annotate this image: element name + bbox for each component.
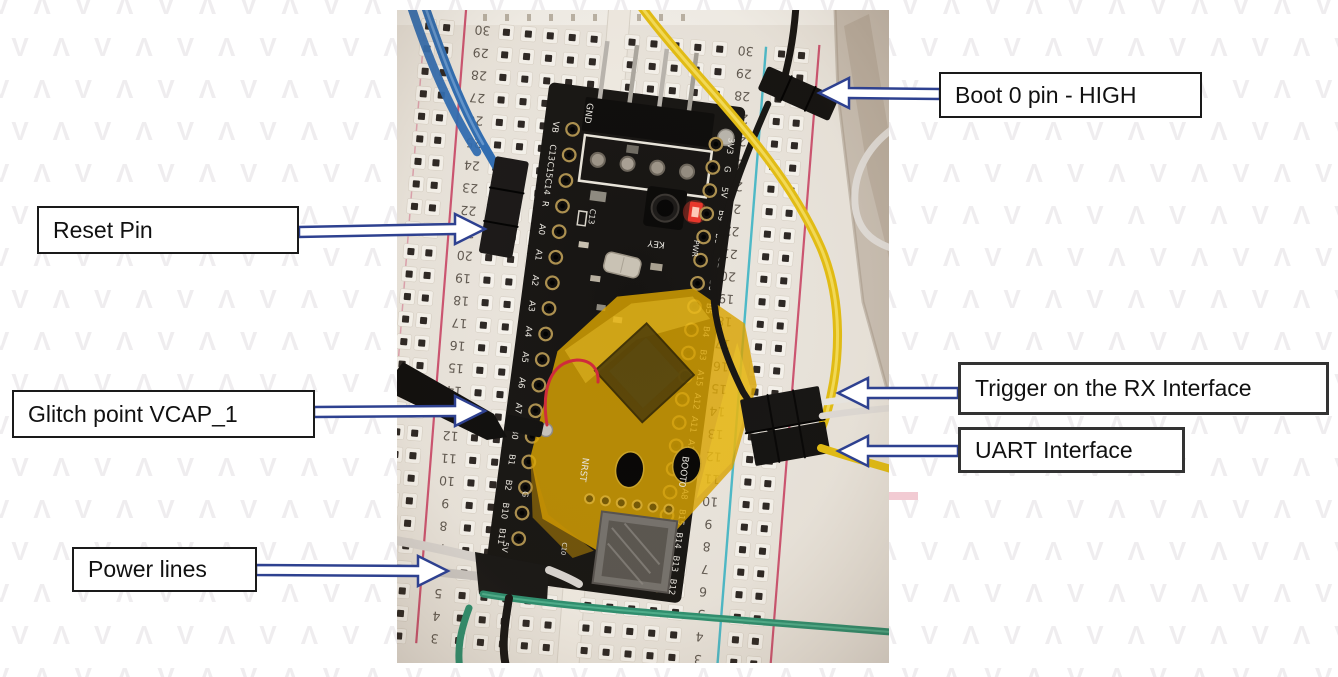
callout-glitch: Glitch point VCAP_1 [12,390,315,438]
photo-vignette [397,10,889,663]
callout-trigger-label: Trigger on the RX Interface [975,375,1252,401]
callout-uart-label: UART Interface [975,436,1133,463]
callout-reset: Reset Pin [37,206,299,254]
callout-reset-label: Reset Pin [53,216,153,243]
breadboard-scene: 3029282726252423222120191817161514131211… [397,10,889,663]
pink-mark [889,492,918,500]
watermark-row: VΛVΛVΛVΛVΛVΛVΛVΛVΛVΛVΛVΛVΛVΛVΛVΛVΛ [0,662,1338,677]
callout-trigger: Trigger on the RX Interface [958,362,1329,415]
callout-power-label: Power lines [88,556,207,582]
callout-boot0: Boot 0 pin - HIGH [939,72,1202,118]
callout-uart: UART Interface [958,427,1185,473]
callout-boot0-label: Boot 0 pin - HIGH [955,81,1137,108]
callout-glitch-label: Glitch point VCAP_1 [28,400,238,427]
hardware-photo: 3029282726252423222120191817161514131211… [397,10,889,663]
callout-power: Power lines [72,547,257,592]
